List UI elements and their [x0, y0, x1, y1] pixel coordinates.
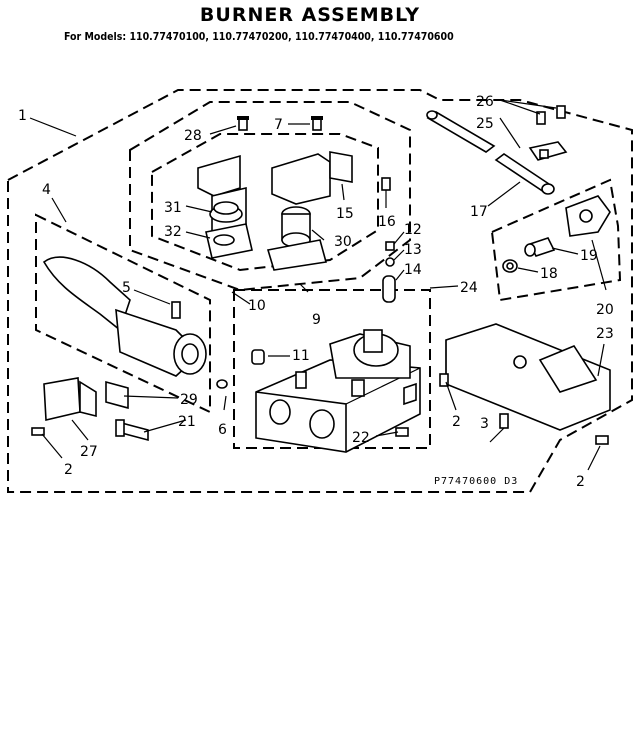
callout-labels: 1 2 2 2 3 4 5 6 7 9 10 11 12 13 14 15 16… — [18, 94, 614, 490]
screw-2-left — [31, 427, 45, 436]
callout-14: 14 — [404, 262, 422, 278]
callout-12: 12 — [404, 222, 422, 238]
part-11 — [251, 349, 265, 365]
callout-25: 25 — [476, 116, 494, 132]
screw-7 — [311, 116, 323, 131]
screw-3 — [499, 413, 509, 429]
burner-group-boundary — [35, 213, 211, 414]
fitting-21 — [115, 419, 149, 442]
bracket-27 — [43, 377, 97, 421]
callout-15: 15 — [336, 206, 354, 222]
valve-group-boundary — [129, 101, 411, 292]
mounting-bracket-23 — [445, 323, 611, 431]
callout-21: 21 — [178, 414, 196, 430]
callout-23: 23 — [596, 326, 614, 342]
coil-bracket-right — [266, 151, 353, 271]
callout-30: 30 — [334, 234, 352, 250]
diagram-title: BURNER ASSEMBLY — [199, 4, 421, 26]
leader-lines — [29, 99, 607, 471]
screw-28 — [237, 116, 249, 131]
callout-32: 32 — [164, 224, 182, 240]
pilot-tube-upper — [426, 110, 496, 153]
clamp-25 — [528, 141, 568, 161]
callout-5: 5 — [122, 280, 131, 296]
callout-6: 6 — [218, 422, 227, 438]
callout-22: 22 — [352, 430, 370, 446]
callout-28: 28 — [184, 128, 202, 144]
callout-11: 11 — [292, 348, 310, 364]
callout-17: 17 — [470, 204, 488, 220]
coil-bracket-left — [197, 154, 253, 259]
callout-24: 24 — [460, 280, 478, 296]
igniter-fitting — [565, 195, 611, 237]
callout-3: 3 — [480, 416, 489, 432]
callout-31: 31 — [164, 200, 182, 216]
callout-27: 27 — [80, 444, 98, 460]
seal-6 — [216, 379, 228, 389]
model-numbers: For Models: 110.77470100, 110.77470200, … — [64, 31, 454, 43]
callout-20: 20 — [596, 302, 614, 318]
callout-9: 9 — [312, 312, 321, 328]
screw-16 — [381, 177, 391, 191]
orifice-19 — [524, 237, 556, 257]
screw-2-right — [439, 373, 449, 387]
gas-valve-body — [255, 329, 421, 453]
callout-26: 26 — [476, 94, 494, 110]
callout-4: 4 — [42, 182, 51, 198]
callout-13: 13 — [404, 242, 422, 258]
igniter-group-boundary — [490, 178, 622, 302]
plate-29 — [105, 380, 129, 410]
outer-assembly-boundary — [7, 89, 633, 493]
callout-18: 18 — [540, 266, 558, 282]
burner-tube — [42, 256, 207, 377]
callout-2: 2 — [452, 414, 461, 430]
screw-2-far-right — [595, 435, 609, 445]
callout-10: 10 — [248, 298, 266, 314]
callout-2: 2 — [64, 462, 73, 478]
diagram-code: P77470600 D3 — [434, 476, 518, 487]
callout-2: 2 — [576, 474, 585, 490]
callout-29: 29 — [180, 392, 198, 408]
callout-16: 16 — [378, 214, 396, 230]
parts-12-13-14 — [382, 241, 396, 303]
callout-1: 1 — [18, 108, 27, 124]
pilot-tube-17 — [494, 153, 555, 195]
callout-19: 19 — [580, 248, 598, 264]
nut-18 — [502, 259, 518, 273]
screws-26 — [536, 105, 566, 125]
coil-bracket-boundary — [151, 133, 379, 272]
valve-body-boundary — [233, 289, 431, 449]
callout-7: 7 — [274, 117, 283, 133]
